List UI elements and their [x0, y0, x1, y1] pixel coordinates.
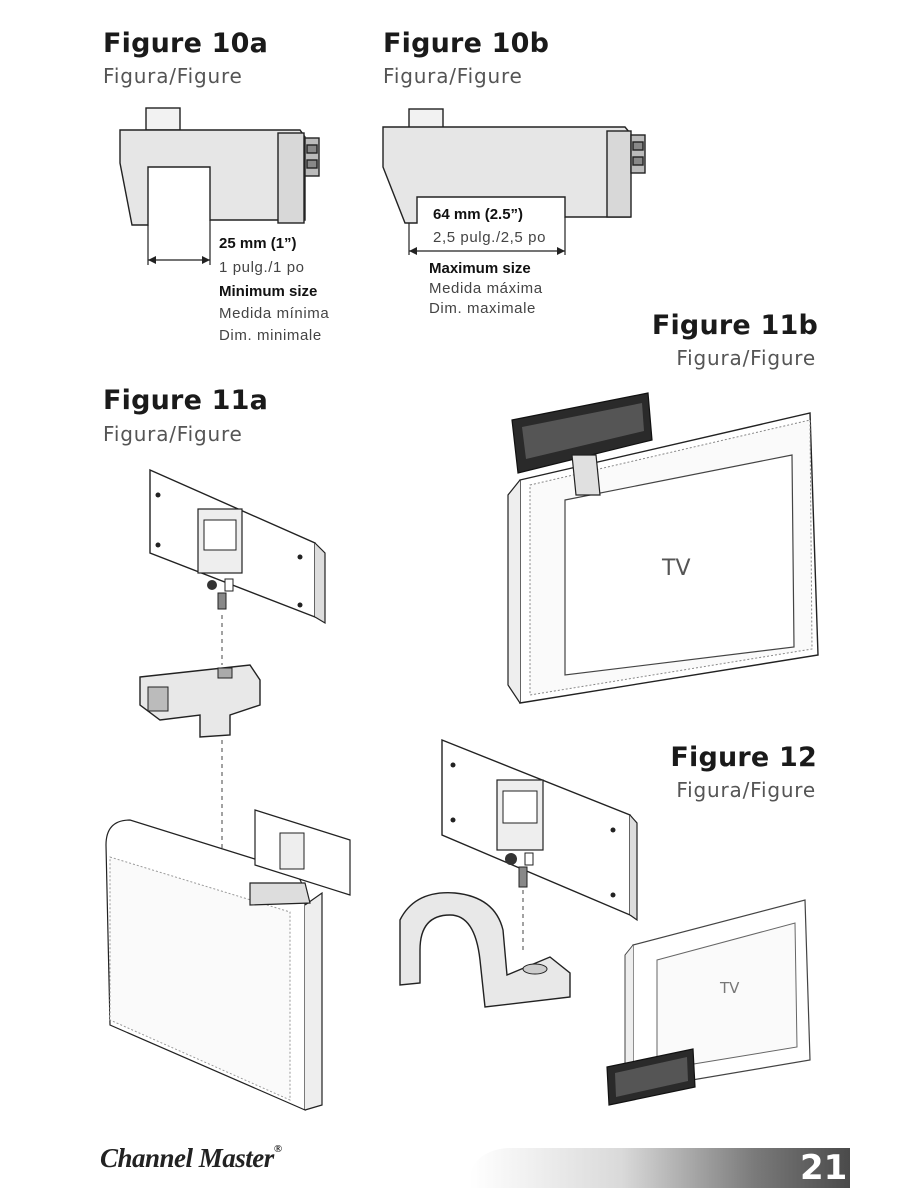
- figure-12-exploded-drawing: TV: [399, 738, 811, 1106]
- figure-10b-dimension: 64 mm (2.5”): [433, 206, 524, 223]
- figure-11a-exploded-drawing: [105, 468, 351, 1111]
- figure-12-subtitle: Figura/Figure: [676, 778, 816, 802]
- figure-10a-subtitle: Figura/Figure: [103, 64, 243, 88]
- figure-12-tv-label: TV: [719, 979, 740, 997]
- figure-10b-size-es: Medida máxima: [429, 280, 543, 297]
- page-number: 21: [800, 1148, 848, 1188]
- figure-10a-size-es: Medida mínima: [219, 305, 330, 322]
- figure-10b-clamp-drawing: [382, 108, 646, 255]
- figure-10b-size-label: Maximum size: [429, 260, 531, 277]
- figure-11b-title: Figure 11b: [651, 310, 818, 341]
- figure-11b-tv-drawing: TV: [507, 392, 819, 704]
- figure-11a-subtitle: Figura/Figure: [103, 422, 243, 446]
- figure-11a-title: Figure 11a: [103, 385, 269, 416]
- figure-10b-size-fr: Dim. maximale: [429, 300, 536, 317]
- figure-10b-subtitle: Figura/Figure: [383, 64, 523, 88]
- figure-11b-tv-label: TV: [661, 556, 691, 581]
- figure-10a-clamp-drawing: [119, 107, 320, 265]
- figure-11b-subtitle: Figura/Figure: [676, 346, 816, 370]
- figure-10a-size-fr: Dim. minimale: [219, 327, 322, 344]
- figure-10b-dimension-alt: 2,5 pulg./2,5 po: [433, 229, 547, 246]
- figure-10b-title: Figure 10b: [383, 28, 550, 59]
- figure-10a-dimension-alt: 1 pulg./1 po: [219, 259, 305, 276]
- figure-10a-size-label: Minimum size: [219, 283, 318, 300]
- figure-10a-title: Figure 10a: [103, 28, 269, 59]
- brand-logo: Channel Master®: [100, 1143, 282, 1174]
- brand-name: Channel Master: [100, 1143, 274, 1173]
- figure-10a-dimension: 25 mm (1”): [219, 235, 297, 252]
- figure-12-title: Figure 12: [670, 742, 817, 773]
- brand-registered-mark: ®: [273, 1143, 282, 1155]
- page-number-tab: [470, 1148, 850, 1188]
